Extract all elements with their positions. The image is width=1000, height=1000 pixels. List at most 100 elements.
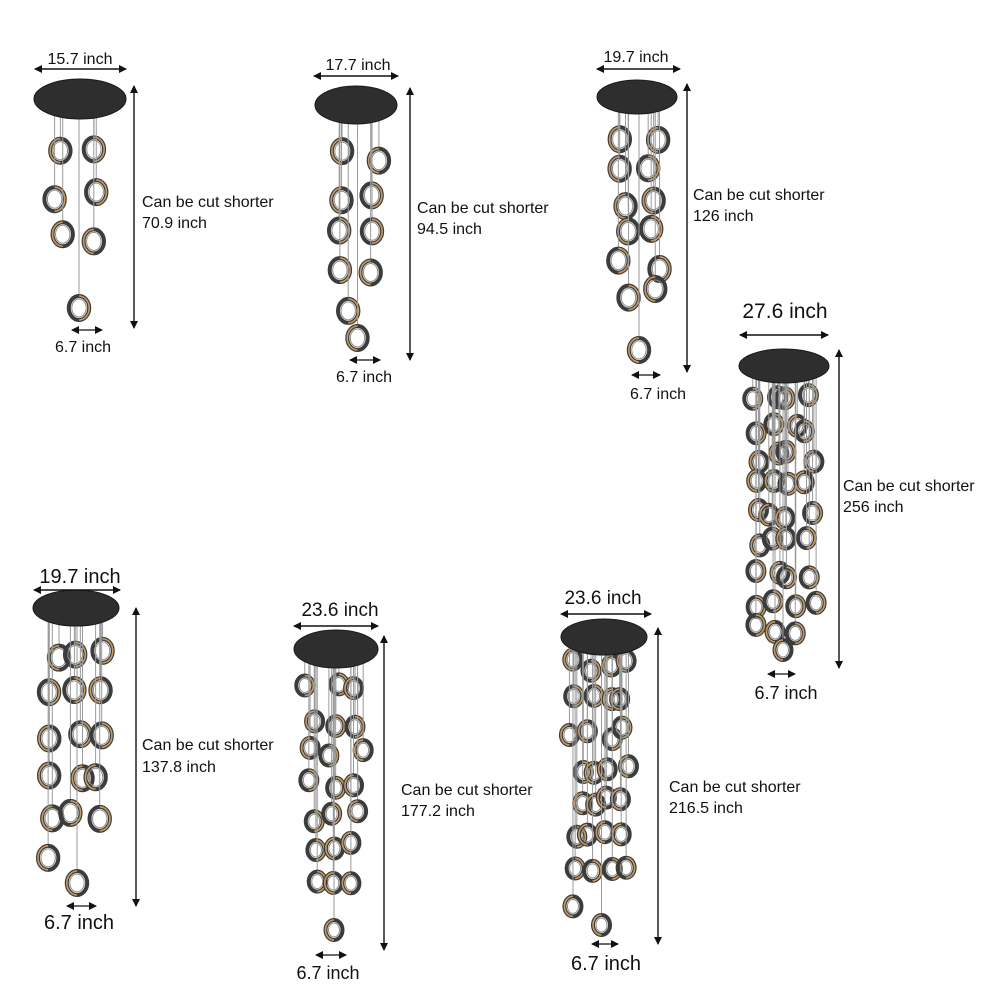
ring-glass-inner [781, 476, 794, 492]
ring-glass-inner [613, 691, 626, 707]
ring-glow [84, 764, 96, 791]
ring-glass-inner [332, 260, 348, 280]
ring-glow [371, 182, 383, 209]
ring-glass-inner [55, 224, 71, 244]
ring-glow [99, 806, 111, 832]
ring-glass-inner [87, 767, 104, 787]
ring-glass-inner [798, 474, 811, 490]
ring-glow [765, 621, 776, 643]
ring-glass-inner [620, 860, 633, 876]
fixture-7-width-label: 23.6 inch [564, 588, 641, 609]
ring-glow [330, 187, 342, 214]
ring-glow [82, 228, 94, 255]
ring-glass-inner [806, 505, 819, 521]
ring-glass-inner [349, 719, 362, 735]
fixture-3-drop-length: 126 inch [693, 208, 754, 225]
ring-glow [583, 761, 593, 783]
ring-glow [773, 413, 784, 436]
fixture-6-canopy [293, 629, 379, 669]
ring-glass-inner [780, 569, 793, 585]
ring-glow [331, 138, 343, 164]
ring-glass-inner [611, 159, 628, 179]
fixture-3-canopy [596, 79, 678, 115]
ring-glow [37, 845, 49, 871]
ring-glow [642, 187, 654, 214]
ring-glow [584, 762, 595, 784]
ring-glow [102, 638, 114, 664]
fixture-6-ring-label: 6.7 inch [296, 963, 359, 983]
ring-glass-inner [66, 680, 83, 700]
ring-glass-inner [340, 301, 356, 321]
ring-glow [812, 502, 822, 524]
ring-glow [769, 442, 779, 465]
fixture-3-rings [606, 97, 672, 364]
ring-glass-inner [622, 758, 635, 774]
ring-glass-inner [586, 863, 599, 879]
fixture-5-rings [35, 608, 115, 897]
fixture-2: 17.7 inch Can be cut shorter 94.5 inch 6… [313, 57, 549, 386]
fixture-1-ring-label: 6.7 inch [55, 339, 111, 356]
fixture-6-drop-note: Can be cut shorter [401, 782, 533, 799]
fixture-6: 23.6 inch Can be cut shorter 177.2 inch … [293, 600, 533, 983]
ring-glow [772, 590, 783, 613]
ring-glass-inner [620, 288, 637, 308]
ring-glow [304, 674, 315, 697]
ring-glass-inner [349, 328, 366, 348]
ring-glass-inner [647, 279, 663, 299]
ring-glow [626, 856, 636, 879]
ring-glow [38, 725, 50, 752]
ring-glow [359, 259, 371, 286]
ring-glow [335, 715, 346, 737]
ring-glass-inner [347, 777, 360, 793]
ring-glow [573, 792, 583, 815]
fixture-4-ring-label: 6.7 inch [754, 683, 817, 703]
ring-glow [51, 221, 63, 248]
fixture-2-canopy [314, 85, 398, 125]
ring-glow [348, 800, 358, 823]
ring-glass-inner [311, 874, 324, 890]
fixture-5-canopy [32, 589, 120, 627]
fixture-2-width-label: 17.7 inch [326, 57, 391, 74]
fixture-7-drop-note: Can be cut shorter [669, 779, 801, 796]
ring-glow [96, 179, 108, 205]
ring-glass-inner [610, 251, 627, 271]
ring-glass-inner [749, 617, 762, 633]
ring-glow [602, 688, 613, 710]
ring-glass-inner [645, 191, 662, 211]
ring-glow [74, 677, 86, 703]
fixture-7-canopy [560, 618, 648, 656]
ring-glow [305, 710, 315, 733]
fixture-3: 19.7 inch Can be cut shorter 126 inch 6.… [596, 49, 825, 403]
ring-glass-inner [643, 219, 659, 239]
ring-glow [804, 450, 814, 473]
ring-glow [371, 218, 383, 245]
ring-glow [764, 470, 775, 492]
ring-glass-inner [650, 130, 666, 150]
ring-glass-inner [567, 688, 580, 704]
ring-glass-inner [631, 340, 647, 360]
ring-glow [93, 136, 105, 163]
ring-glow [816, 592, 826, 614]
fixture-4-width-label: 27.6 inch [742, 300, 827, 323]
ring-glass-inner [331, 221, 347, 241]
fixture-4-canopy [738, 348, 830, 384]
ring-glow [621, 716, 632, 739]
ring-glow [66, 870, 78, 896]
ring-glow [101, 722, 113, 749]
ring-glow [750, 534, 760, 557]
ring-glow [49, 137, 61, 164]
fixture-5-drop-note: Can be cut shorter [142, 737, 274, 754]
fixture-2-drop-note: Can be cut shorter [417, 200, 549, 217]
ring-glow [341, 872, 351, 895]
ring-glow [747, 470, 757, 492]
ring-glow [38, 762, 50, 789]
ring-glass-inner [789, 598, 802, 614]
fixture-6-width-label: 23.6 inch [301, 600, 378, 621]
fixture-2-rings [326, 105, 392, 352]
ring-glow [592, 914, 602, 936]
fixture-7: 23.6 inch Can be cut shorter 216.5 inch … [558, 588, 801, 975]
ring-glass-inner [308, 813, 321, 829]
ring-glass-inner [762, 507, 775, 523]
ring-glass-inner [364, 221, 380, 241]
ring-glow [597, 758, 608, 781]
